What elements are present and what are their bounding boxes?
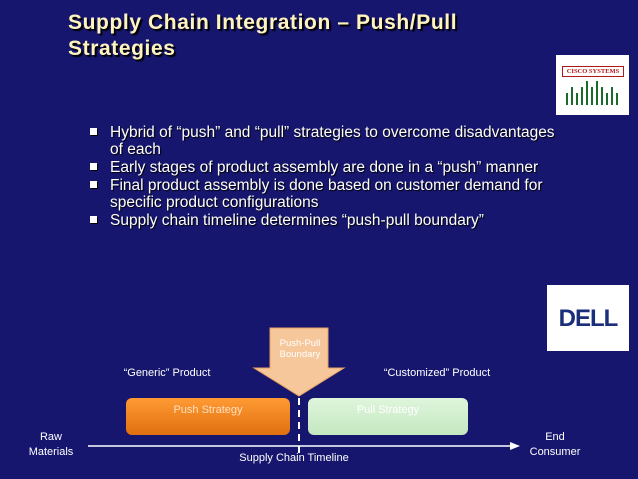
bullet-item: Early stages of product assembly are don… bbox=[88, 159, 558, 176]
end-consumer-label: End Consumer bbox=[529, 431, 581, 458]
cisco-bars-icon bbox=[566, 81, 618, 105]
bullet-item: Final product assembly is done based on … bbox=[88, 177, 558, 211]
dell-logo-text: DELL bbox=[558, 305, 619, 332]
slide-title: Supply Chain Integration – Push/Pull Str… bbox=[68, 11, 458, 60]
raw-materials-label: Raw Materials bbox=[28, 431, 74, 458]
bullet-square-icon bbox=[90, 216, 97, 223]
bullet-square-icon bbox=[90, 181, 97, 188]
bullet-list: Hybrid of “push” and “pull” strategies t… bbox=[88, 124, 558, 230]
boundary-arrow bbox=[252, 327, 346, 397]
bullet-item: Hybrid of “push” and “pull” strategies t… bbox=[88, 124, 558, 158]
boundary-label: Push-Pull Boundary bbox=[279, 338, 321, 360]
timeline-axis-label: Supply Chain Timeline bbox=[239, 452, 349, 464]
bullet-item: Supply chain timeline determines “push-p… bbox=[88, 212, 558, 229]
generic-product-label: “Generic” Product bbox=[123, 367, 211, 379]
bullet-square-icon bbox=[90, 128, 97, 135]
dell-logo: DELL bbox=[547, 285, 629, 351]
pull-strategy-box: Pull Strategy bbox=[308, 398, 468, 435]
cisco-logo: CISCO SYSTEMS bbox=[556, 55, 629, 115]
bullet-square-icon bbox=[90, 163, 97, 170]
customized-product-label: “Customized” Product bbox=[383, 367, 491, 379]
push-strategy-box: Push Strategy bbox=[126, 398, 290, 435]
cisco-logo-text: CISCO SYSTEMS bbox=[562, 66, 624, 77]
timeline-arrowhead bbox=[510, 442, 520, 450]
